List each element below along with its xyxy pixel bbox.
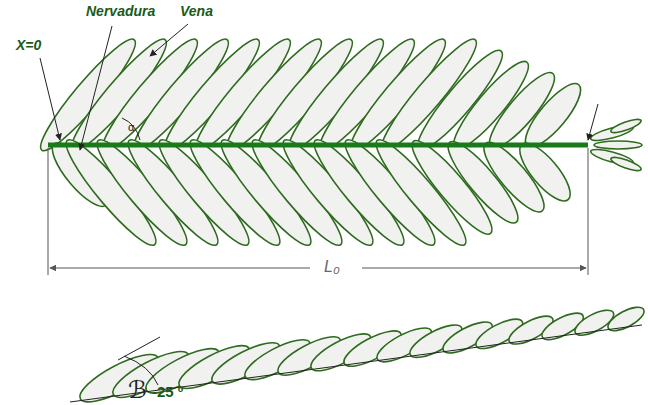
extension-line: [48, 148, 49, 275]
label: Vena: [180, 4, 213, 18]
dimension-line: [362, 268, 586, 269]
midrib: [48, 143, 588, 148]
label: ℬ: [128, 378, 147, 402]
leaflets: [32, 31, 643, 253]
leaflet: [610, 117, 643, 135]
leader-line: [588, 104, 598, 140]
label: Nervadura: [86, 4, 155, 18]
leaflet: [605, 303, 648, 336]
leaflet: [610, 155, 643, 173]
label: X=0: [16, 38, 41, 52]
dimension-line: [50, 268, 310, 269]
label: L₀: [322, 259, 342, 275]
angle-arc: [122, 118, 140, 140]
leader-line: [150, 24, 188, 56]
label: α: [128, 122, 134, 133]
branch-line: [70, 325, 642, 402]
label: -25 º: [152, 384, 183, 399]
angle-line: [118, 337, 160, 360]
leader-line: [80, 26, 112, 150]
leader-line: [40, 58, 60, 140]
leaflet: [594, 141, 642, 149]
extension-line: [588, 148, 589, 275]
branch-leaflets: [74, 303, 647, 405]
